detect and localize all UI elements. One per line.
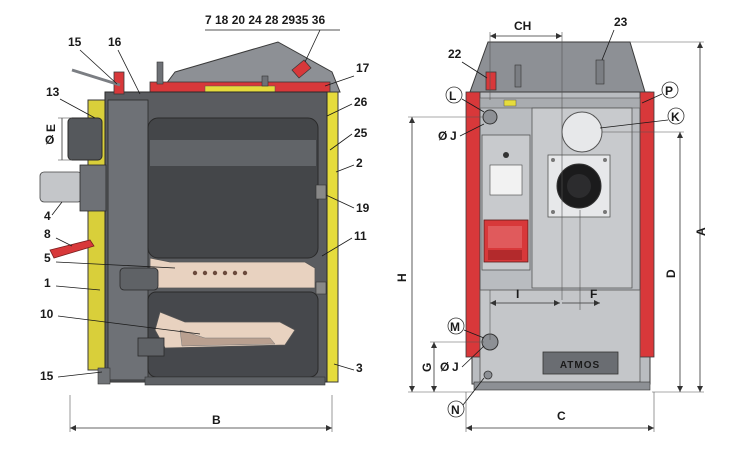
top-spring-strip [204,85,276,93]
label-16: 16 [108,35,122,49]
top-red-cap [291,59,312,79]
label-25: 25 [354,126,368,140]
foot-bottom [144,376,326,386]
flue-pipe-k [561,111,603,153]
red-lever [49,239,95,259]
label-26: 26 [354,95,368,109]
label-11: 11 [354,229,367,243]
upper-chamber-shine [150,140,316,166]
foot-left [97,367,111,385]
label-8: 8 [44,227,51,241]
label-1: 1 [44,276,51,290]
label-e: E [44,124,58,132]
label-23: 23 [614,15,628,29]
label-n: N [451,403,460,417]
lower-firebrick-inner [179,329,276,347]
label-k: K [671,110,680,124]
valve-22 [485,71,497,91]
name-plate [542,351,619,375]
yellow-fitting [503,99,517,107]
upper-firebrick [149,257,316,289]
label-j-top: J [450,129,457,143]
label-h: H [395,273,409,282]
connector-l [482,109,498,125]
label-top-numbers: 7 18 20 24 28 2935 36 [205,13,325,27]
label-ch: CH [514,19,531,33]
label-i: I [516,287,519,301]
label-diameter-symbol-j-bottom: Ø [440,360,449,374]
label-p: P [665,84,673,98]
label-d: D [664,269,678,278]
pipe-back-left [514,64,522,88]
label-a: A [694,227,708,236]
label-15-bottom: 15 [40,369,54,383]
back-red-right [639,91,655,358]
label-g: G [420,363,434,372]
front-plate [107,99,149,381]
label-13: 13 [46,85,60,99]
side-tube [119,267,159,291]
label-l: L [449,89,456,103]
upper-chamber [147,117,319,259]
label-diameter-symbol-j-top: Ø [438,129,447,143]
label-22: 22 [448,47,462,61]
back-view: ATMOS [465,41,655,391]
pipe-left [156,61,164,85]
brick-holes [192,270,248,276]
connector-n [483,370,493,380]
label-5: 5 [44,251,51,265]
hinge-lower [315,281,327,295]
label-f: F [590,287,597,301]
fan-motor [39,171,83,203]
flue-outlet [67,117,103,161]
label-4: 4 [44,209,51,223]
label-17: 17 [356,61,370,75]
back-view-labels: CH 23 22 P L K Ø J A D [395,15,708,432]
lower-tube [137,337,165,357]
top-rod [71,68,121,87]
label-j-bottom: J [452,360,459,374]
label-diameter-symbol-e: Ø [45,133,54,147]
side-view [39,41,341,386]
label-b: B [212,413,221,427]
label-c: C [557,409,566,423]
hinge-upper [315,184,327,200]
label-3: 3 [356,361,363,375]
label-10: 10 [40,307,54,321]
control-box [489,164,523,196]
fan-housing [79,164,107,212]
label-2: 2 [356,156,363,170]
pipe-23 [595,59,605,85]
label-m: M [450,320,460,334]
side-view-labels: 7 18 20 24 28 2935 36 15 16 17 13 Ø E 26… [40,13,370,432]
label-15-top: 15 [68,35,82,49]
name-plate-text: ATMOS [560,360,600,371]
label-19: 19 [356,201,370,215]
pipe-mid [261,75,269,87]
foot-back [473,381,651,391]
